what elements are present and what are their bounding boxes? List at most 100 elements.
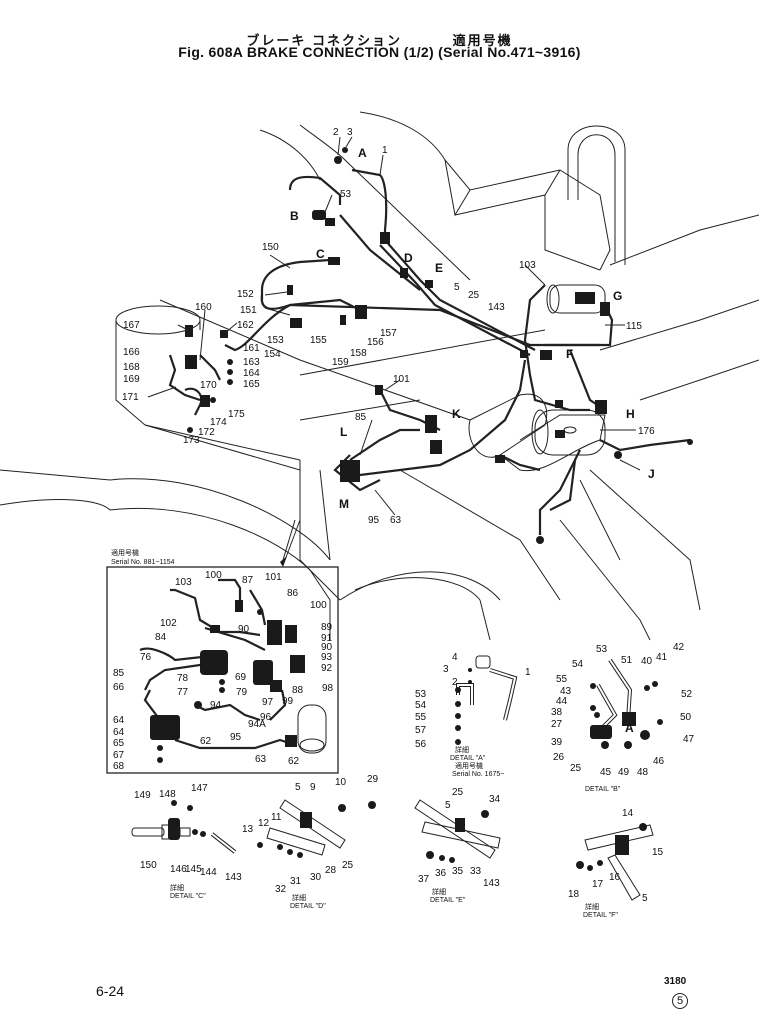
svg-text:143: 143: [483, 878, 500, 889]
svg-text:85: 85: [113, 668, 125, 679]
detail-e: 25 5 34 37 36 35 33 143 詳細 DETAIL "E": [414, 787, 501, 904]
svg-text:99: 99: [282, 696, 294, 707]
svg-text:88: 88: [292, 685, 304, 696]
svg-text:143: 143: [488, 302, 505, 313]
svg-text:174: 174: [210, 417, 227, 428]
svg-text:D: D: [404, 251, 413, 265]
svg-text:K: K: [452, 407, 461, 421]
svg-text:94A: 94A: [248, 719, 266, 730]
svg-text:39: 39: [551, 737, 563, 748]
svg-text:37: 37: [418, 874, 430, 885]
detail-c-label: DETAIL "C": [170, 893, 206, 900]
svg-text:167: 167: [123, 320, 140, 331]
svg-text:166: 166: [123, 347, 140, 358]
svg-text:175: 175: [228, 409, 245, 420]
svg-text:169: 169: [123, 374, 140, 385]
svg-text:53: 53: [340, 189, 352, 200]
svg-text:L: L: [340, 425, 347, 439]
detail-d: 5 9 10 29 13 12 11 25 28 30 31 32 詳細 DET…: [242, 774, 379, 910]
detail-c: 149 148 147 150 146 145 144 143 詳細 DETAI…: [131, 783, 242, 900]
svg-text:96: 96: [260, 712, 272, 723]
detail-d-label: DETAIL "D": [290, 903, 326, 910]
svg-text:27: 27: [551, 719, 563, 730]
svg-text:2: 2: [452, 677, 458, 688]
svg-text:69: 69: [235, 672, 247, 683]
svg-text:172: 172: [198, 427, 215, 438]
svg-text:162: 162: [237, 320, 254, 331]
svg-text:91: 91: [321, 633, 333, 644]
svg-text:67: 67: [113, 750, 125, 761]
svg-text:46: 46: [653, 756, 665, 767]
japanese-title: ブレーキ コネクション 適用号機: [246, 33, 513, 48]
svg-text:90: 90: [321, 642, 333, 653]
svg-text:176: 176: [638, 426, 655, 437]
page-number: 6-24: [96, 983, 125, 999]
svg-text:2: 2: [333, 127, 339, 138]
svg-text:55: 55: [415, 712, 427, 723]
detail-f: 14 15 16 17 18 5 詳細 DETAIL "F": [568, 808, 664, 919]
svg-text:J: J: [648, 467, 655, 481]
svg-text:76: 76: [140, 652, 152, 663]
svg-text:42: 42: [673, 642, 685, 653]
inset-note-jp: 適用号機: [111, 548, 139, 557]
svg-text:63: 63: [390, 515, 402, 526]
svg-text:100: 100: [205, 570, 222, 581]
svg-text:1: 1: [525, 667, 531, 678]
svg-text:3: 3: [443, 664, 449, 675]
svg-text:29: 29: [367, 774, 379, 785]
svg-text:53: 53: [596, 644, 608, 655]
svg-text:163: 163: [243, 357, 260, 368]
svg-text:64: 64: [113, 715, 125, 726]
detail-e-label: DETAIL "E": [430, 897, 466, 904]
svg-text:79: 79: [236, 687, 248, 698]
svg-text:18: 18: [568, 889, 580, 900]
main-view-callouts: 2 3 A 1 53 B 150 C D E 5 25 143 103 G 11…: [122, 127, 655, 526]
leader-lines: [147, 136, 641, 561]
svg-text:157: 157: [380, 328, 397, 339]
svg-text:171: 171: [122, 392, 139, 403]
svg-text:45: 45: [600, 767, 612, 778]
inset-serial: Serial No. 881~1154: [111, 559, 175, 566]
svg-text:151: 151: [240, 305, 257, 316]
svg-text:90: 90: [238, 624, 250, 635]
svg-text:12: 12: [258, 818, 270, 829]
svg-text:95: 95: [230, 732, 242, 743]
svg-text:101: 101: [393, 374, 410, 385]
svg-text:55: 55: [556, 674, 568, 685]
svg-text:16: 16: [609, 872, 621, 883]
svg-text:36: 36: [435, 868, 447, 879]
svg-text:103: 103: [175, 577, 192, 588]
svg-text:28: 28: [325, 865, 337, 876]
svg-text:25: 25: [468, 290, 480, 301]
svg-text:149: 149: [134, 790, 151, 801]
detail-e-jp: 詳細: [432, 887, 446, 896]
sheet-code: 3180: [664, 976, 687, 987]
svg-text:168: 168: [123, 362, 140, 373]
svg-text:92: 92: [321, 663, 333, 674]
svg-text:A: A: [625, 721, 634, 735]
svg-text:86: 86: [287, 588, 299, 599]
svg-text:C: C: [316, 247, 325, 261]
svg-text:5: 5: [445, 800, 451, 811]
svg-text:51: 51: [621, 655, 633, 666]
svg-text:11: 11: [271, 812, 282, 823]
svg-text:25: 25: [570, 763, 582, 774]
inset-detail-box: 適用号機 Serial No. 881~1154 100 103 87 101 …: [106, 519, 339, 774]
svg-text:101: 101: [265, 572, 282, 583]
svg-text:5: 5: [295, 782, 301, 793]
svg-text:H: H: [626, 407, 635, 421]
svg-text:68: 68: [113, 761, 125, 772]
svg-text:161: 161: [243, 343, 260, 354]
svg-text:5: 5: [454, 282, 460, 293]
svg-text:154: 154: [264, 349, 281, 360]
svg-text:97: 97: [262, 697, 274, 708]
detail-a: 4 3 2 1 53 54 55 57 56 詳細 DETAIL "A" 適用号…: [415, 652, 531, 778]
svg-text:159: 159: [332, 357, 349, 368]
svg-text:155: 155: [310, 335, 327, 346]
svg-text:9: 9: [310, 782, 316, 793]
svg-text:A: A: [358, 146, 367, 160]
svg-text:158: 158: [350, 348, 367, 359]
svg-text:F: F: [566, 347, 573, 361]
svg-text:100: 100: [310, 600, 327, 611]
